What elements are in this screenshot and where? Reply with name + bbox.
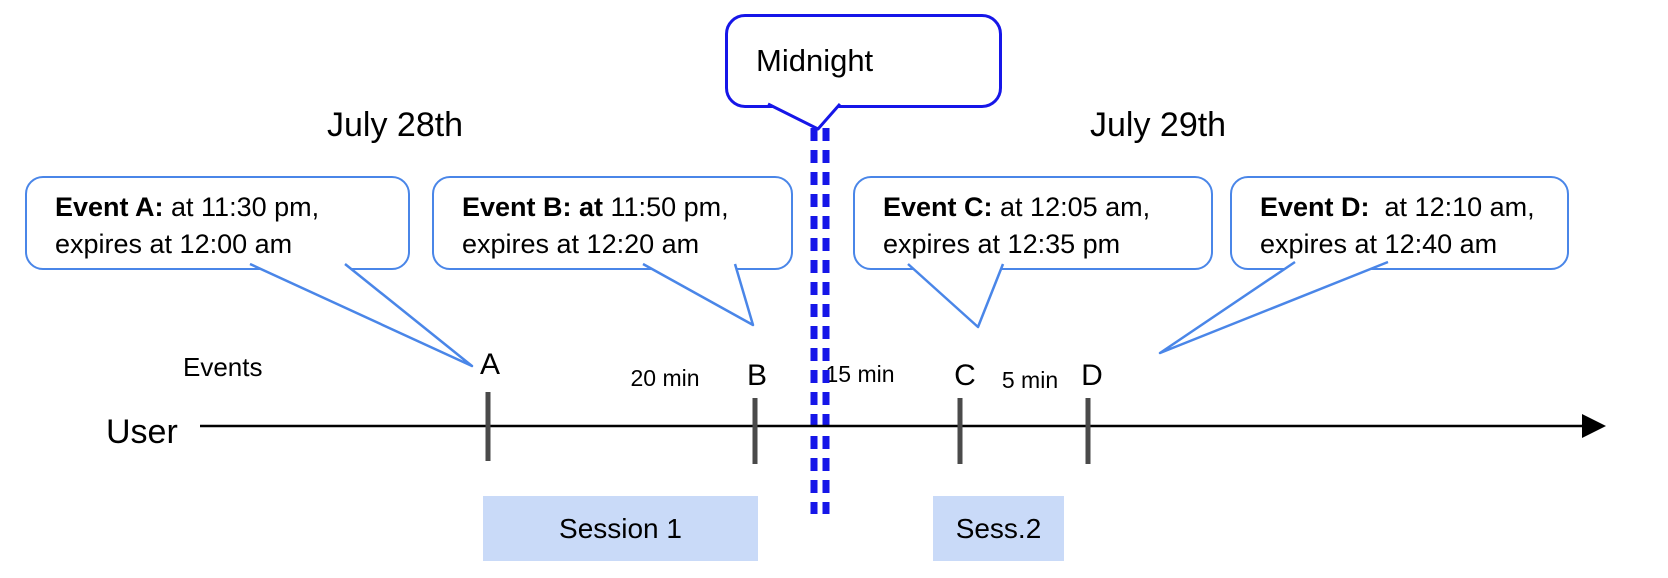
event-d-time: at 12:10 am,: [1369, 192, 1535, 222]
event-d-callout-tail: [1158, 260, 1389, 355]
event-a-title: Event A:: [55, 192, 164, 222]
interval-b-c-label: 15 min: [825, 361, 895, 387]
session-1-box: Session 1: [483, 496, 758, 561]
event-a-line1: Event A: at 11:30 pm,: [55, 189, 408, 226]
event-tick-marks: [485, 392, 1091, 464]
session-1-label: Session 1: [559, 512, 682, 544]
user-axis-label: User: [106, 413, 178, 451]
event-b-expiry: expires at 12:20 am: [462, 229, 700, 259]
event-b-time: 11:50 pm,: [603, 192, 729, 222]
event-b-line1: Event B: at 11:50 pm,: [462, 189, 791, 226]
midnight-callout: Midnight: [725, 14, 1002, 108]
session-2-box: Sess.2: [933, 496, 1064, 561]
event-c-expiry: expires at 12:35 pm: [883, 229, 1121, 259]
event-a-time: at 11:30 pm,: [163, 192, 320, 222]
event-c-time: at 12:05 am,: [992, 192, 1151, 222]
date-label-july-28: July 28th: [327, 106, 464, 144]
event-b-callout: Event B: at 11:50 pm, expires at 12:20 a…: [432, 176, 793, 270]
event-a-callout-tail: [249, 262, 474, 368]
event-a-tick-label: A: [479, 348, 501, 381]
callout-tails: [249, 260, 1389, 368]
midnight-dashed-line: [810, 128, 830, 514]
event-d-tick-label: D: [1081, 359, 1103, 392]
timeline-arrow: [200, 414, 1606, 438]
event-c-callout: Event C: at 12:05 am, expires at 12:35 p…: [853, 176, 1213, 270]
event-a-expiry: expires at 12:00 am: [55, 229, 293, 259]
event-d-callout: Event D: at 12:10 am, expires at 12:40 a…: [1230, 176, 1569, 270]
events-axis-label: Events: [183, 352, 263, 382]
event-c-callout-tail: [907, 263, 1005, 329]
session-2-label: Sess.2: [955, 512, 1042, 544]
date-label-july-29: July 29th: [1090, 106, 1227, 144]
event-a-callout: Event A: at 11:30 pm, expires at 12:00 a…: [25, 176, 410, 270]
event-c-tick-label: C: [954, 359, 976, 392]
event-d-title: Event D:: [1260, 192, 1370, 222]
event-c-line1: Event C: at 12:05 am,: [883, 189, 1211, 226]
event-d-line1: Event D: at 12:10 am,: [1260, 189, 1567, 226]
interval-a-b-label: 20 min: [630, 365, 700, 391]
midnight-label: Midnight: [756, 43, 874, 78]
event-b-callout-tail: [642, 262, 755, 327]
event-d-expiry: expires at 12:40 am: [1260, 229, 1498, 259]
interval-c-d-label: 5 min: [1001, 367, 1059, 393]
event-c-title: Event C:: [883, 192, 993, 222]
event-b-tick-label: B: [746, 359, 768, 392]
event-b-title: Event B: at: [462, 192, 604, 222]
